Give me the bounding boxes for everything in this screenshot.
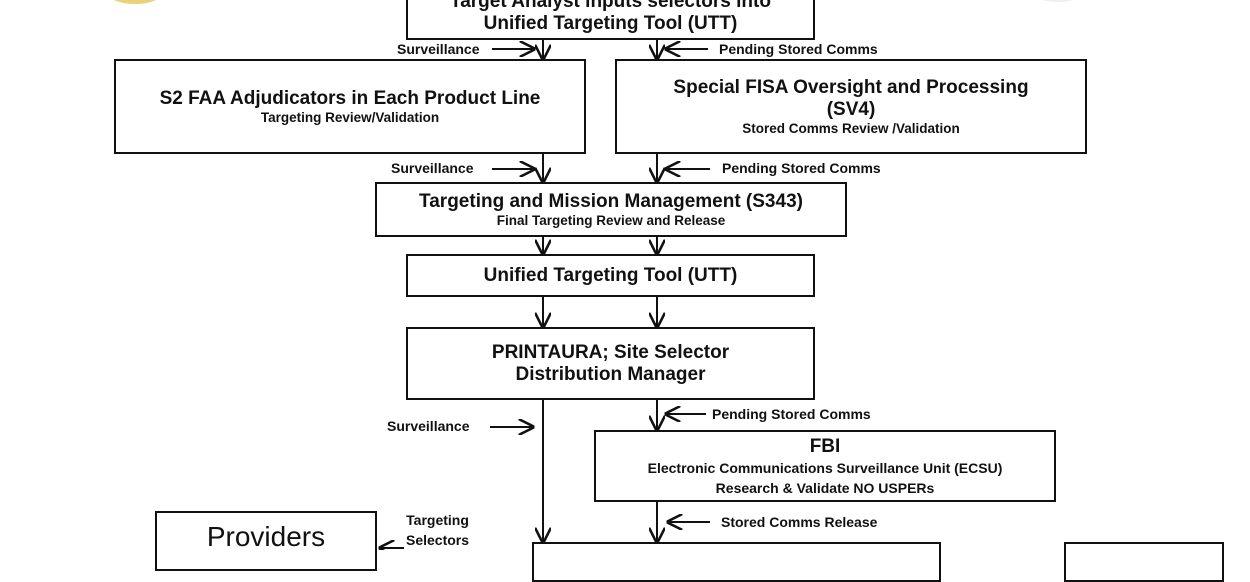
box-target-analyst-line2: Unified Targeting Tool (UTT) [483, 13, 738, 34]
box-s343-subtitle: Final Targeting Review and Release [496, 212, 726, 228]
box-utt-title: Unified Targeting Tool (UTT) [483, 264, 738, 286]
label-pending-stored-comms-2: Pending Stored Comms [722, 160, 881, 176]
seal-logo-right [1038, 0, 1078, 2]
box-s2-title: S2 FAA Adjudicators in Each Product Line [159, 87, 541, 109]
box-providers: Providers [155, 511, 377, 571]
box-bottom-center [532, 542, 941, 582]
box-fbi-line1: Electronic Communications Surveillance U… [647, 459, 1003, 476]
box-printaura: PRINTAURA; Site Selector Distribution Ma… [406, 327, 815, 400]
label-selectors-line: Selectors [406, 531, 470, 548]
label-surveillance-1: Surveillance [397, 41, 480, 57]
box-fbi-title: FBI [809, 435, 841, 457]
box-sv4-title-line2: (SV4) [826, 98, 876, 120]
box-s343-mission-management: Targeting and Mission Management (S343) … [375, 182, 847, 237]
box-providers-title: Providers [206, 521, 326, 552]
seal-logo-left [110, 0, 160, 4]
box-s343-title: Targeting and Mission Management (S343) [419, 190, 803, 212]
box-target-analyst-line1: Target Analyst inputs selectors into [450, 0, 771, 13]
label-stored-comms-release: Stored Comms Release [721, 514, 878, 530]
box-printaura-line2: Distribution Manager [515, 363, 706, 385]
box-sv4-subtitle: Stored Comms Review /Validation [742, 120, 960, 136]
label-pending-stored-comms-3: Pending Stored Comms [712, 406, 871, 422]
box-fbi-line2: Research & Validate NO USPERs [715, 479, 935, 496]
box-sv4-title-line1: Special FISA Oversight and Processing [673, 76, 1029, 98]
box-sv4-oversight: Special FISA Oversight and Processing (S… [615, 59, 1087, 154]
box-fbi-ecsu: FBI Electronic Communications Surveillan… [594, 430, 1056, 502]
label-targeting-line: Targeting [406, 512, 469, 528]
box-utt: Unified Targeting Tool (UTT) [406, 254, 815, 297]
box-s2-subtitle: Targeting Review/Validation [260, 109, 440, 125]
flow-diagram: Target Analyst inputs selectors into Uni… [0, 0, 1224, 582]
label-pending-stored-comms-1: Pending Stored Comms [719, 41, 878, 57]
box-bottom-right [1064, 542, 1224, 582]
label-surveillance-3: Surveillance [387, 418, 470, 434]
box-s2-faa-adjudicators: S2 FAA Adjudicators in Each Product Line… [114, 59, 586, 154]
box-target-analyst: Target Analyst inputs selectors into Uni… [406, 0, 815, 40]
label-targeting-selectors: Targeting Selectors [406, 511, 469, 550]
connectors [0, 40, 710, 550]
label-surveillance-2: Surveillance [391, 160, 474, 176]
box-printaura-line1: PRINTAURA; Site Selector [491, 341, 730, 363]
